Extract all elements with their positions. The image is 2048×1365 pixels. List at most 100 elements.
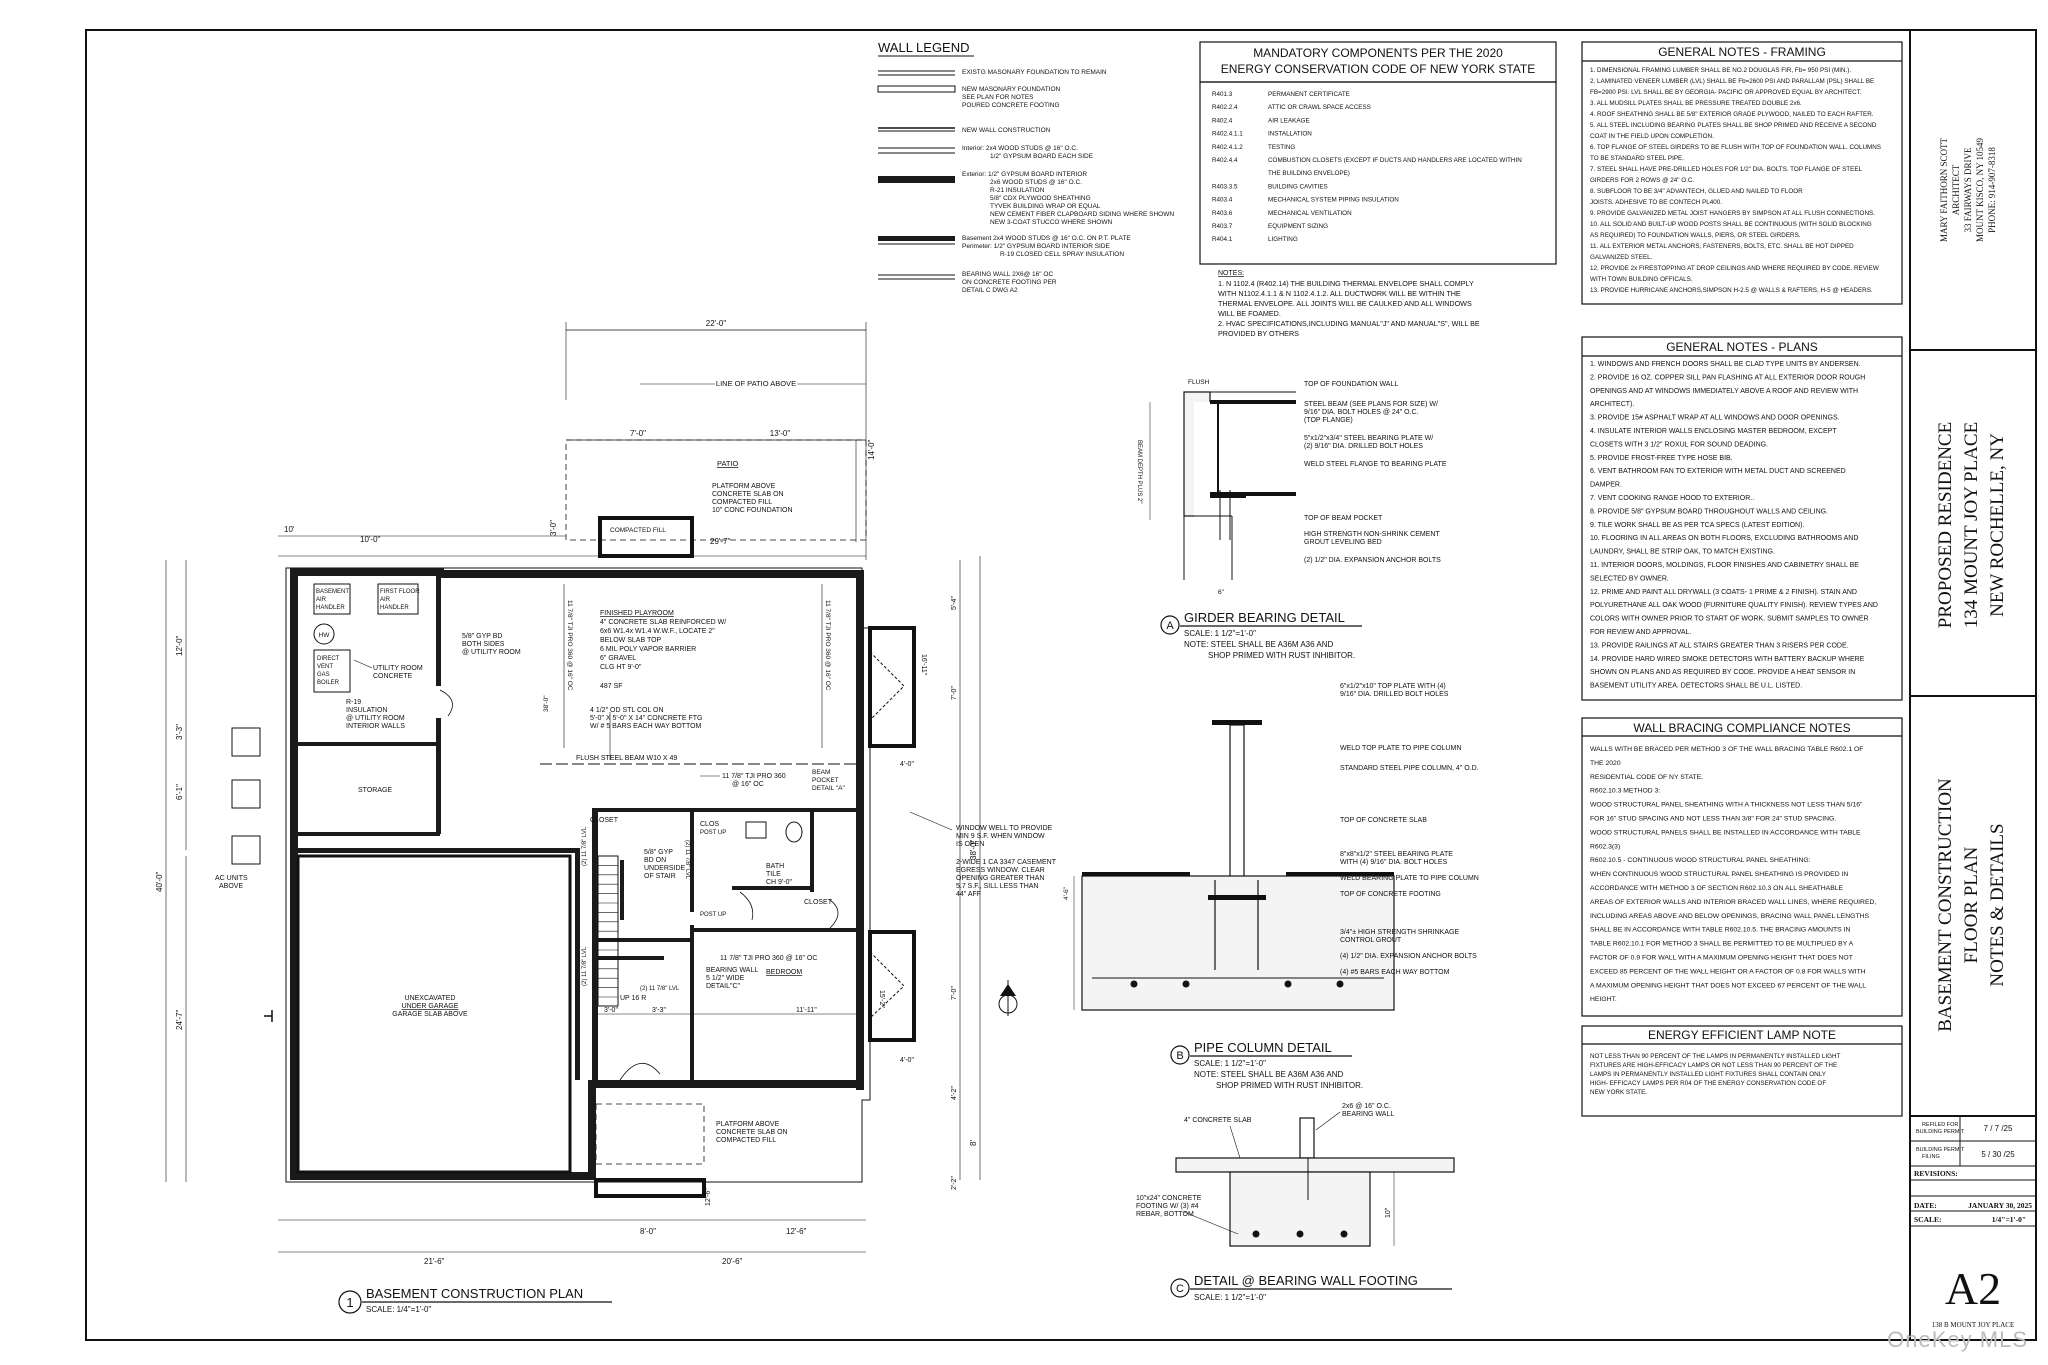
mandatory-code: R402.4.4 xyxy=(1212,157,1238,164)
mandatory-desc: PERMANENT CERTIFICATE xyxy=(1268,91,1350,98)
note-line: NOT LESS THAN 90 PERCENT OF THE LAMPS IN… xyxy=(1590,1053,1841,1060)
svg-text:COMPACTED FILL: COMPACTED FILL xyxy=(712,499,772,506)
note-line: 1. N 1102.4 (R402.14) THE BUILDING THERM… xyxy=(1218,279,1474,288)
svg-text:C: C xyxy=(1176,1283,1184,1295)
svg-text:Perimeter: 1/2" GYPSUM BOARD: Perimeter: 1/2" GYPSUM BOARD INTERIOR SI… xyxy=(962,243,1111,250)
svg-text:5 1/2" WIDE: 5 1/2" WIDE xyxy=(706,975,745,982)
detail-b-label: WELD TOP PLATE TO PIPE COLUMN xyxy=(1340,745,1461,752)
note-line: R602.10.3 METHOD 3: xyxy=(1590,788,1660,795)
note-line: BASEMENT UTILITY AREA. DETECTORS SHALL B… xyxy=(1590,683,1802,690)
svg-text:5'-4": 5'-4" xyxy=(951,596,958,610)
svg-text:BASEMENT: BASEMENT xyxy=(316,589,349,595)
svg-text:UNEXCAVATED: UNEXCAVATED xyxy=(405,995,456,1002)
svg-text:Basement 2x4 WOOD STUDS @ 16": Basement 2x4 WOOD STUDS @ 16" O.C. ON P.… xyxy=(962,235,1131,242)
svg-text:CH 9'-0": CH 9'-0" xyxy=(766,879,793,886)
note-line: SHOWN ON PLANS AND AS REQUIRED BY CODE. … xyxy=(1590,669,1855,676)
note-line: COLORS WITH OWNER PRIOR TO START OF WORK… xyxy=(1590,616,1869,623)
svg-text:GAS: GAS xyxy=(317,672,330,678)
svg-text:24'-7": 24'-7" xyxy=(175,1009,184,1030)
sheet-number: A2 xyxy=(1945,1263,2001,1314)
note-line: HIGH- EFFICACY LAMPS PER R04 OF THE ENER… xyxy=(1590,1080,1826,1087)
bracing-title: WALL BRACING COMPLIANCE NOTES xyxy=(1633,721,1850,735)
detail-a-label: TOP OF BEAM POCKET xyxy=(1304,515,1383,522)
detail-a-label: 9/16" DIA. BOLT HOLES @ 24" O.C. xyxy=(1304,409,1419,416)
svg-text:11 7/8" TJI PRO 360 @ 16" OC: 11 7/8" TJI PRO 360 @ 16" OC xyxy=(824,600,831,691)
detail-b-label: (4) #5 BARS EACH WAY BOTTOM xyxy=(1340,969,1450,976)
detail-a-label: WELD STEEL FLANGE TO BEARING PLATE xyxy=(1304,461,1447,468)
svg-text:38'-0": 38'-0" xyxy=(543,695,550,712)
note-line: 13. PROVIDE HURRICANE ANCHORS,SIMPSON H-… xyxy=(1590,287,1873,294)
wall-bracing-notes: WALL BRACING COMPLIANCE NOTES WALLS WITH… xyxy=(1581,717,1903,1017)
detail-a-label: GROUT LEVELING BED xyxy=(1304,539,1382,546)
svg-text:INSULATION: INSULATION xyxy=(346,707,388,714)
svg-text:4'-0": 4'-0" xyxy=(900,761,914,768)
note-line: RESIDENTIAL CODE OF NY STATE. xyxy=(1590,774,1703,781)
detail-b-label: (4) 1/2" DIA. EXPANSION ANCHOR BOLTS xyxy=(1340,953,1477,960)
note-line: WOOD STRUCTURAL PANELS SHALL BE INSTALLE… xyxy=(1590,829,1861,836)
mandatory-code: R403.4 xyxy=(1212,197,1233,204)
note-line: FB=2900 PSI. LVL SHALL BE BY GEORGIA- PA… xyxy=(1590,89,1862,96)
closet-stair-label: CLOSET xyxy=(590,817,619,824)
note-line: FIXTURES ARE HIGH-EFFICACY LAMPS OR NOT … xyxy=(1590,1062,1837,1069)
svg-text:DETAIL "A": DETAIL "A" xyxy=(812,785,845,792)
svg-text:(2) 11 7/8" LVL: (2) 11 7/8" LVL xyxy=(640,986,680,992)
svg-text:PLATFORM ABOVE: PLATFORM ABOVE xyxy=(716,1121,780,1128)
mandatory-desc: MECHANICAL SYSTEM PIPING INSULATION xyxy=(1268,197,1399,204)
svg-text:BUILDING PERMIT: BUILDING PERMIT xyxy=(1916,1129,1965,1135)
mandatory-desc: EQUIPMENT SIZING xyxy=(1268,223,1328,230)
detail-a-label: (2) 1/2" DIA. EXPANSION ANCHOR BOLTS xyxy=(1304,557,1441,564)
plan-title: BASEMENT CONSTRUCTION PLAN xyxy=(366,1286,583,1301)
note-line: 6. VENT BATHROOM FAN TO EXTERIOR WITH ME… xyxy=(1590,468,1846,475)
svg-text:5/8" GYP BD: 5/8" GYP BD xyxy=(462,633,503,640)
svg-text:NOTE: STEEL SHALL BE A36M A36: NOTE: STEEL SHALL BE A36M A36 AND xyxy=(1184,640,1333,649)
wall-legend: WALL LEGEND EXISTG MASONARY FOUNDATION T… xyxy=(877,40,1174,294)
note-line: WHEN CONTINUOUS WOOD STRUCTURAL PANEL SH… xyxy=(1590,871,1848,878)
svg-text:7'-0": 7'-0" xyxy=(951,986,958,1000)
framing-title: GENERAL NOTES - FRAMING xyxy=(1658,45,1826,59)
svg-text:ON CONCRETE FOOTING PER: ON CONCRETE FOOTING PER xyxy=(962,279,1057,286)
svg-text:DIRECT: DIRECT xyxy=(317,656,340,662)
detail-b-label: WITH (4) 9/16" DIA. BOLT HOLES xyxy=(1340,859,1448,866)
svg-text:PLATFORM ABOVE: PLATFORM ABOVE xyxy=(712,483,776,490)
detail-b-labels: 6"x1/2"x10" TOP PLATE WITH (4)9/16" DIA.… xyxy=(1340,683,1479,976)
svg-text:POST UP: POST UP xyxy=(700,912,726,918)
svg-text:11 7/8" TJI PRO 360 @ 16" OC: 11 7/8" TJI PRO 360 @ 16" OC xyxy=(720,955,817,962)
rebar-dot xyxy=(1182,980,1190,988)
svg-text:6 MIL POLY VAPOR BARRIER: 6 MIL POLY VAPOR BARRIER xyxy=(600,646,696,653)
svg-text:12'-6": 12'-6" xyxy=(705,1188,712,1206)
svg-text:29'-7": 29'-7" xyxy=(710,537,731,546)
svg-text:COMPACTED FILL: COMPACTED FILL xyxy=(610,527,666,534)
svg-text:NOTES:: NOTES: xyxy=(1218,270,1244,277)
note-line: 1. WINDOWS AND FRENCH DOORS SHALL BE CLA… xyxy=(1590,361,1861,368)
detail-b-label: 8"x8"x1/2" STEEL BEARING PLATE xyxy=(1340,851,1453,858)
svg-text:7'-0": 7'-0" xyxy=(630,429,646,438)
svg-text:SEE PLAN FOR NOTES: SEE PLAN FOR NOTES xyxy=(962,94,1034,101)
detail-girder-bearing: FLUSH BEAM DEPTH PLUS 2" 6" TOP OF FOUND… xyxy=(1136,379,1447,660)
mandatory-desc: TESTING xyxy=(1268,144,1295,151)
svg-text:INTERIOR WALLS: INTERIOR WALLS xyxy=(346,723,405,730)
svg-text:10': 10' xyxy=(284,525,295,534)
svg-text:IS OPEN: IS OPEN xyxy=(956,841,984,848)
mandatory-components: MANDATORY COMPONENTS PER THE 2020 ENERGY… xyxy=(1199,41,1557,338)
svg-text:22'-0": 22'-0" xyxy=(706,319,727,328)
note-line: 12. PRIME AND PAINT ALL DRYWALL (3 COATS… xyxy=(1590,589,1857,596)
mandatory-notes: 1. N 1102.4 (R402.14) THE BUILDING THERM… xyxy=(1218,279,1480,338)
svg-text:BEARING WALL: BEARING WALL xyxy=(706,967,758,974)
svg-text:HW: HW xyxy=(319,632,331,639)
note-line: 10. FLOORING IN ALL AREAS ON BOTH FLOORS… xyxy=(1590,535,1858,542)
mandatory-code: R402.4 xyxy=(1212,117,1233,124)
svg-text:10"x24" CONCRETE: 10"x24" CONCRETE xyxy=(1136,1195,1202,1202)
svg-text:11 7/8" TJI PRO 360: 11 7/8" TJI PRO 360 xyxy=(722,773,786,780)
svg-text:SHOP PRIMED WITH RUST INHIBITO: SHOP PRIMED WITH RUST INHIBITOR. xyxy=(1208,651,1355,660)
note-line: 5. ALL STEEL INCLUDING BEARING PLATES SH… xyxy=(1590,122,1877,129)
detail-a-label: STEEL BEAM (SEE PLANS FOR SIZE) W/ xyxy=(1304,401,1438,408)
svg-text:5'-0" X 5'-0" X 14" CONCRETE F: 5'-0" X 5'-0" X 14" CONCRETE FTG xyxy=(590,715,702,722)
svg-text:BOILER: BOILER xyxy=(317,680,340,686)
svg-text:UNDER GARAGE: UNDER GARAGE xyxy=(402,1003,459,1010)
note-line: R602.10.5 - CONTINUOUS WOOD STRUCTURAL P… xyxy=(1590,857,1811,864)
svg-text:15'-2": 15'-2" xyxy=(878,990,885,1008)
note-line: A MAXIMUM OPENING HEIGHT THAT DOES NOT E… xyxy=(1590,982,1866,989)
sheet-title-2: FLOOR PLAN xyxy=(1961,846,1982,963)
rebar-dot xyxy=(1252,1230,1260,1238)
